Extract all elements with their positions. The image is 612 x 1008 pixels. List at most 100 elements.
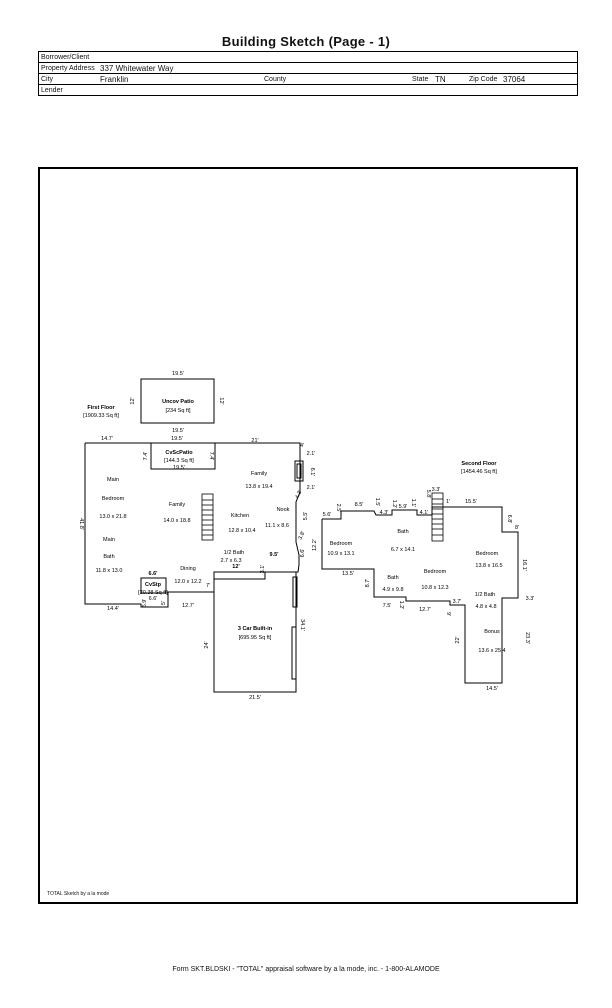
dim-6-1: 6.1': [309, 468, 315, 477]
dim-4: 4': [300, 443, 304, 449]
dim-4-3: 4.3': [295, 489, 304, 499]
patio-area: [234 Sq ft]: [165, 408, 191, 414]
dim2-4-1: 4.1': [420, 510, 429, 516]
room-half-bath: 1/2 Bath: [224, 550, 245, 556]
room-bonus-dim: 13.6 x 25.4: [478, 648, 505, 654]
dim2-8-5: 8.5': [355, 502, 364, 508]
cvscpatio-right-dim: 7.4': [208, 452, 214, 461]
dim-5: 5': [161, 601, 167, 605]
room-family: Family: [169, 502, 185, 508]
room-nook: Nook: [277, 507, 290, 513]
room-nook-dim: 11.1 x 8.6: [265, 523, 289, 529]
uncov-patio-outline: [140, 378, 215, 424]
room-family2: Family: [251, 471, 267, 477]
garage-top-dim: 9.5': [270, 552, 280, 558]
garage-bottom-dim: 21.5': [249, 695, 261, 701]
dim2-1-2a: 1.2': [391, 500, 397, 509]
address-value: 337 Whitewater Way: [100, 64, 174, 73]
zip-label: Zip Code: [469, 76, 498, 83]
room-dining: Dining: [180, 566, 196, 572]
first-floor-area: [1909.33 Sq ft]: [83, 413, 119, 419]
dim2-7-5: 7.5': [383, 603, 392, 609]
dim2-3-3b: 3.3': [526, 596, 535, 602]
room-main-bath: Bath: [103, 554, 114, 560]
second-floor-area: [1454.46 Sq ft]: [461, 469, 497, 475]
floor-plan-drawing: 19.5' Uncov Patio [234 Sq ft] 19.5' 12' …: [78, 371, 535, 701]
cvstp-outline: [140, 577, 167, 594]
cvscpatio-area: [144.3 Sq ft]: [164, 458, 194, 464]
address-row: Property Address 337 Whitewater Way: [39, 63, 577, 74]
room-main-bath-dim: 11.8 x 13.0: [96, 568, 123, 574]
dim2-3-7: 3.7': [453, 599, 462, 605]
dim-3-8: 3.8': [298, 530, 307, 540]
room-dining-dim: 12.0 x 12.2: [174, 579, 201, 585]
dim-left: 41.8': [78, 518, 84, 530]
patio-top-dim: 19.5': [172, 371, 184, 377]
dim-bottom-left: 14.4': [107, 606, 119, 612]
cvstp-area: [20.38 Sq ft]: [138, 590, 168, 596]
dim2-2-5: 2.5': [335, 504, 341, 513]
dim2-23-3: 23.3': [524, 632, 530, 644]
room-main2: Main: [103, 537, 115, 543]
garage-left-dim: 24': [204, 641, 210, 648]
patio-bottom-dim: 19.5': [172, 428, 184, 434]
sketch-caption: TOTAL Sketch by a la mode: [47, 891, 110, 897]
room-bath2: Bath: [397, 529, 408, 535]
header-form: Borrower/Client Property Address 337 Whi…: [38, 51, 578, 96]
dim-bottom-mid: 12.7': [182, 603, 194, 609]
room-bath3-dim: 4.9 x 9.8: [382, 587, 403, 593]
room-kitchen-dim: 12.8 x 10.4: [228, 528, 255, 534]
dim2-5-9: 5.9': [399, 504, 408, 510]
zip-value: 37064: [503, 75, 526, 84]
room-bath3: Bath: [387, 575, 398, 581]
room-main-bedroom-dim: 13.0 x 21.8: [99, 514, 126, 520]
fireplace-inner: [296, 463, 302, 479]
room-bed2: Bedroom: [330, 541, 353, 547]
state-label: State: [412, 76, 429, 83]
dim2-8: 8': [515, 525, 519, 531]
garage-right-dim: 34.1': [299, 619, 305, 631]
cvscpatio-dim: 19.5': [173, 465, 185, 471]
lender-row: Lender: [39, 85, 577, 95]
dim2-8-7: 8.7': [365, 579, 371, 588]
dim2-1: 1': [446, 499, 450, 505]
borrower-label: Borrower/Client: [41, 54, 90, 61]
garage-area: [695.95 Sq ft]: [239, 635, 272, 641]
stairs-second-floor: [431, 492, 444, 542]
footer-text: Form SKT.BLDSKI - "TOTAL" appraisal soft…: [172, 966, 440, 973]
patio-right-dim: 12': [218, 397, 224, 404]
cvstp-top-dim: 6.6': [149, 571, 159, 577]
cvscpatio-name: CvScPatio: [165, 450, 193, 456]
borrower-row: Borrower/Client: [39, 52, 577, 63]
state-value: TN: [435, 75, 446, 84]
county-label: County: [264, 76, 287, 83]
room-bed4: Bedroom: [476, 551, 499, 557]
city-value: Franklin: [100, 75, 129, 84]
fireplace: [294, 460, 304, 482]
city-row: City Franklin County State TN Zip Code 3…: [39, 74, 577, 85]
second-floor-outline: [321, 506, 519, 684]
room-bath2-dim: 6.7 x 14.1: [391, 547, 415, 553]
dim2-14-5: 14.5': [486, 686, 498, 692]
second-floor-name: Second Floor: [461, 461, 497, 467]
cvscpatio-outline: [150, 442, 216, 470]
dim2-12-2: 12.2': [312, 539, 318, 551]
dim2-6-8: 6.8': [506, 515, 512, 524]
dim2-15-5: 15.5': [465, 499, 477, 505]
garage-outline: [213, 571, 297, 693]
lender-label: Lender: [41, 87, 63, 94]
dim2-9: 9': [445, 612, 451, 616]
patio-name: Uncov Patio: [162, 399, 194, 405]
dim2-3-3: 3.3': [432, 487, 441, 493]
dim-5-5: 5.5': [303, 512, 309, 521]
room-half-bath2-dim: 4.8 x 4.8: [475, 604, 496, 610]
dim2-1-1: 1.1': [410, 499, 416, 508]
dim2-1-2b: 1.2': [398, 601, 404, 610]
patio-left-dim: 12': [130, 397, 136, 404]
room-main-bedroom: Bedroom: [102, 496, 125, 502]
room-bed3: Bedroom: [424, 569, 447, 575]
cvscpatio-left-dim: 7.4': [143, 452, 149, 461]
dim2-4-3: 4.3': [380, 510, 389, 516]
dim2-13-5: 13.5': [342, 571, 354, 577]
cvstp-name: CvStp: [145, 582, 162, 588]
